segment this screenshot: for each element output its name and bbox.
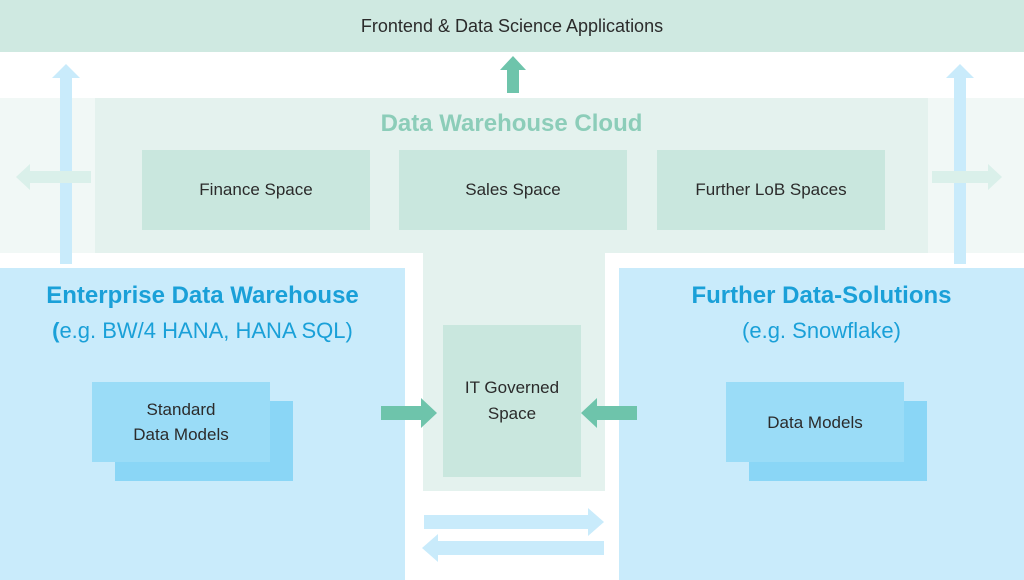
edw-title: Enterprise Data Warehouse xyxy=(46,282,359,309)
fds-title: Further Data-Solutions xyxy=(691,282,952,309)
further-lob-spaces-box: Further LoB Spaces xyxy=(657,150,885,230)
dwc-title: Data Warehouse Cloud xyxy=(380,110,643,137)
arrow-up-left-icon xyxy=(52,64,80,264)
standard-models-line2: Data Models xyxy=(133,425,229,444)
finance-space-label: Finance Space xyxy=(199,180,313,199)
edw-subtitle: (e.g. BW/4 HANA, HANA SQL) xyxy=(0,316,405,346)
arrow-left-bottom-icon xyxy=(422,534,604,562)
it-governed-space-box: IT Governed Space xyxy=(443,325,581,477)
finance-space-box: Finance Space xyxy=(142,150,370,230)
arrow-left-outer-icon xyxy=(16,164,91,190)
data-models-box: Data Models xyxy=(726,382,904,462)
it-governed-line2: Space xyxy=(487,404,537,423)
arrow-right-into-it-icon xyxy=(381,398,437,428)
data-models-label: Data Models xyxy=(767,412,863,432)
arrow-right-bottom-icon xyxy=(424,508,604,536)
arrow-up-center-icon xyxy=(500,56,526,93)
frontend-applications-label: Frontend & Data Science Applications xyxy=(360,15,664,36)
sales-space-label: Sales Space xyxy=(465,180,561,199)
edw-subtitle-paren: ( xyxy=(52,318,60,343)
arrow-up-right-icon xyxy=(946,64,974,264)
frontend-applications-bar: Frontend & Data Science Applications xyxy=(0,0,1024,52)
arrow-right-outer-icon xyxy=(932,164,1002,190)
edw-subtitle-text: e.g. BW/4 HANA, HANA SQL) xyxy=(59,318,353,343)
sales-space-box: Sales Space xyxy=(399,150,627,230)
further-lob-spaces-label: Further LoB Spaces xyxy=(695,180,847,199)
standard-models-line1: Standard xyxy=(146,400,216,419)
fds-subtitle: (e.g. Snowflake) xyxy=(742,318,901,343)
arrow-left-into-it-icon xyxy=(581,398,637,428)
standard-data-models-box: Standard Data Models xyxy=(92,382,270,462)
it-governed-line1: IT Governed xyxy=(464,378,560,397)
